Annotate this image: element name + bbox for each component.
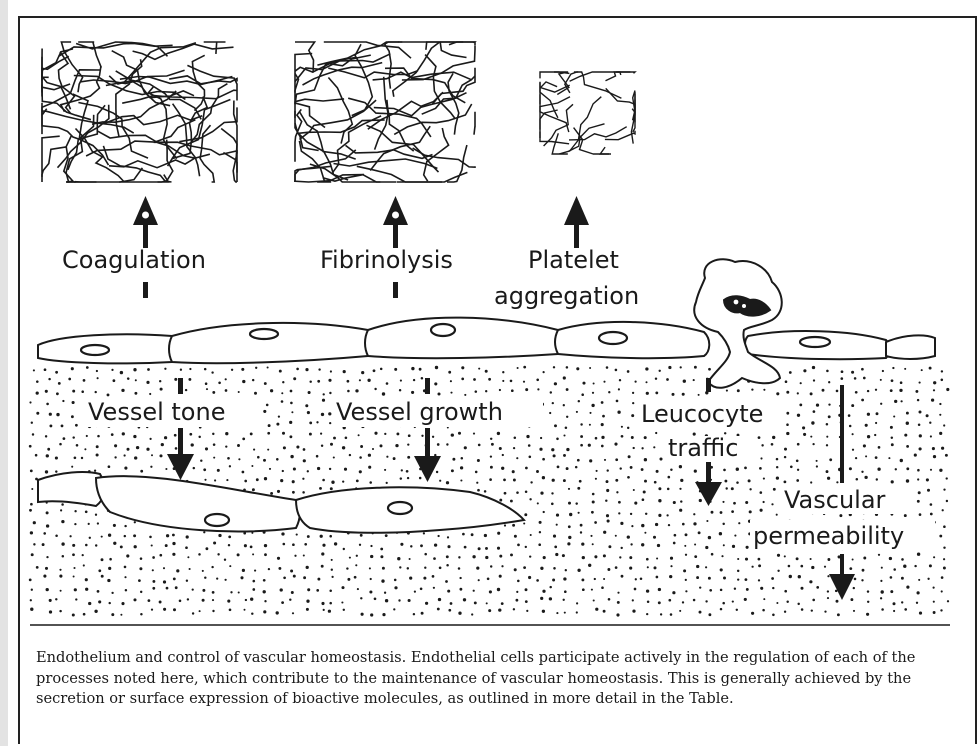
- label-vascular: Vascular: [784, 486, 886, 514]
- nucleus: [599, 332, 627, 344]
- label-platelet: Platelet: [528, 246, 619, 274]
- endothelial-cell: [365, 318, 562, 359]
- leucocyte: [694, 259, 782, 388]
- smooth-muscle-cell: [96, 476, 300, 531]
- nucleus: [800, 337, 830, 347]
- vessel-tone-arrow-shaft: [178, 428, 183, 456]
- platelet-up-arrow: [564, 196, 589, 248]
- vessel-growth-down-arrow: [414, 456, 441, 482]
- permeability-down-arrow: [829, 574, 855, 600]
- label-fibrinolysis: Fibrinolysis: [320, 246, 453, 274]
- fibrin-mesh-fibrinolysis: [295, 42, 475, 182]
- fibrin-mesh-coagulation: [42, 42, 237, 182]
- endothelial-cell: [555, 322, 709, 358]
- vessel-tone-down-arrow: [167, 454, 194, 480]
- coagulation-up-arrow: [133, 196, 158, 248]
- endothelial-cell: [886, 335, 935, 359]
- nucleus: [250, 329, 278, 339]
- leucocyte-down-arrow: [695, 482, 722, 506]
- nucleus: [431, 324, 455, 336]
- coagulation-tick: [143, 282, 148, 298]
- nucleus: [81, 345, 109, 355]
- label-aggregation: aggregation: [494, 282, 639, 310]
- label-coagulation: Coagulation: [62, 246, 206, 274]
- vessel-growth-arrow-shaft: [425, 428, 430, 458]
- vessel-growth-tick: [425, 378, 430, 394]
- leucocyte-arrow-shaft: [706, 462, 711, 484]
- label-leucocyte: Leucocyte: [641, 400, 763, 428]
- leucocyte-tick: [706, 378, 711, 392]
- fibrinolysis-up-arrow: [383, 196, 408, 248]
- label-permeability: permeability: [753, 522, 904, 550]
- smooth-muscle-cell: [38, 472, 104, 506]
- label-vessel-tone: Vessel tone: [88, 398, 225, 426]
- permeability-line: [840, 385, 844, 483]
- label-vessel-growth: Vessel growth: [336, 398, 503, 426]
- figure-caption: Endothelium and control of vascular home…: [36, 648, 936, 710]
- endothelium-diagram: Coagulation Fibrinolysis Platelet aggreg…: [0, 0, 979, 640]
- permeability-arrow-shaft: [840, 554, 844, 576]
- fibrinolysis-tick: [393, 282, 398, 298]
- vessel-tone-tick: [178, 378, 183, 394]
- platelet-aggregate: [540, 72, 635, 154]
- label-traffic: traffic: [668, 434, 738, 462]
